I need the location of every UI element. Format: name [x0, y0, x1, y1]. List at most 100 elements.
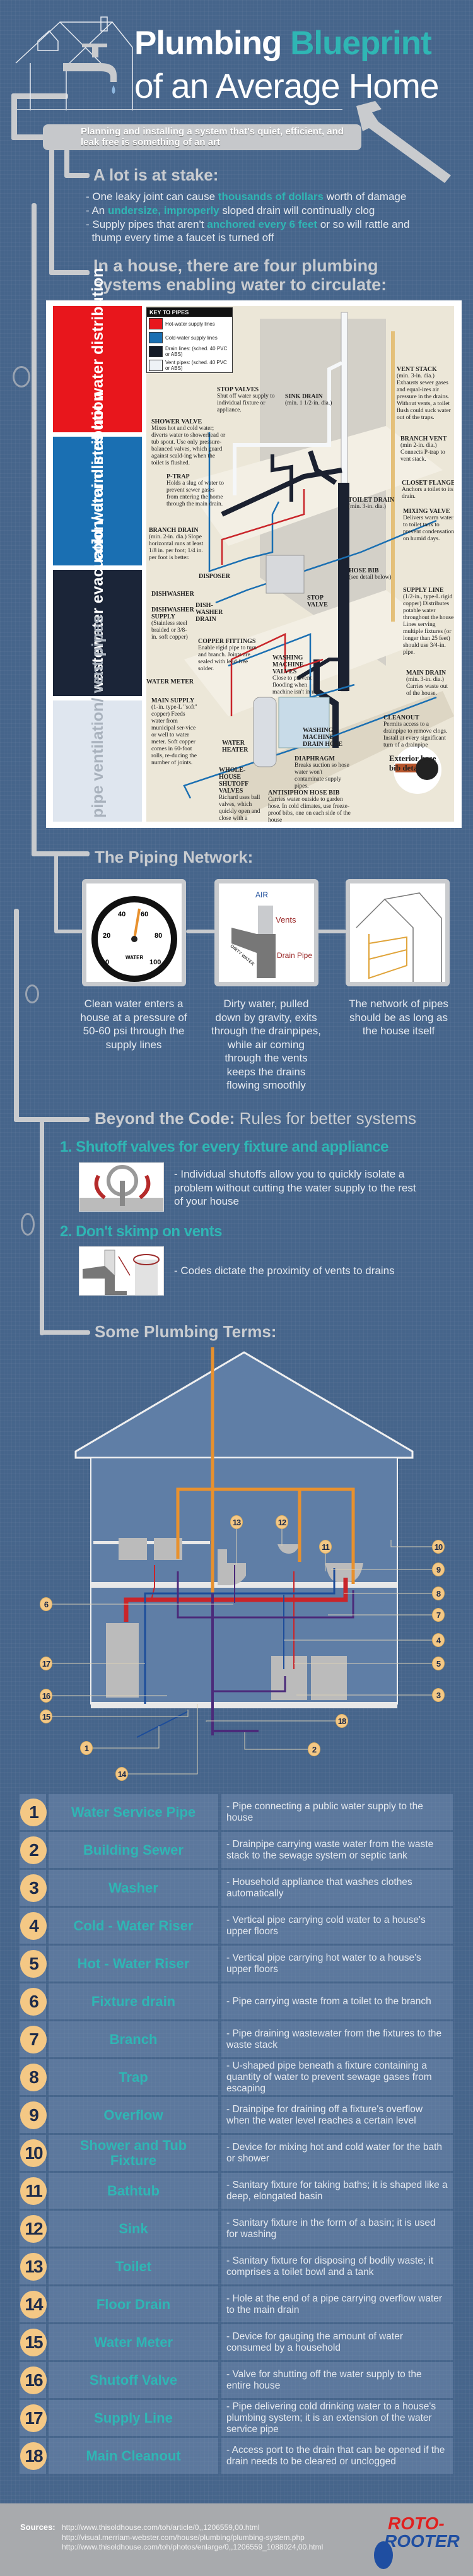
term-badge: 1	[80, 1741, 93, 1755]
callout-text: Close to prevent flooding when machine i…	[272, 675, 322, 695]
term-description: - Drainpipe for draining off a fixture's…	[221, 2097, 453, 2133]
callout-title: WASHING MACHINE VALVES	[272, 654, 304, 675]
source-link[interactable]: http://www.thisoldhouse.com/toh/photos/e…	[62, 2543, 324, 2551]
source-link[interactable]: http://www.thisoldhouse.com/toh/article/…	[62, 2523, 260, 2532]
pipe-decoration	[54, 930, 83, 933]
legend-swatch	[149, 318, 163, 329]
plumbing-systems-diagram: hot water distribution cold water distri…	[46, 268, 462, 828]
pipe-decoration	[14, 909, 19, 1122]
term-name: Trap	[49, 2059, 218, 2095]
term-badge: 11	[319, 1540, 332, 1554]
pipe-decoration	[11, 134, 45, 140]
term-number-cell: 4	[20, 1908, 47, 1944]
legend-label: Drain lines: (sched. 40 PVC or ABS)	[165, 346, 228, 357]
term-description: - Vertical pipe carrying cold water to a…	[221, 1908, 453, 1944]
callout-text: Permits access to a drainpipe to remove …	[383, 721, 448, 748]
legend-item: Drain lines: (sched. 40 PVC or ABS)	[147, 345, 232, 358]
pipe-decoration	[32, 851, 90, 856]
term-name: Water Meter	[49, 2324, 218, 2360]
bullet-text: or so will rattle and	[317, 218, 410, 230]
legend-item: Hot-water supply lines	[147, 317, 232, 331]
callout-title: DISHWASHER SUPPLY	[151, 606, 194, 620]
callout-text: Carries water outside to garden hose. In…	[268, 796, 351, 822]
term-description: - U-shaped pipe beneath a fixture contai…	[221, 2059, 453, 2095]
callout-title: DISPOSER	[199, 573, 231, 580]
legend-title: KEY TO PIPES	[147, 308, 232, 317]
term-number-cell: 9	[20, 2097, 47, 2133]
term-badge: 7	[432, 1608, 445, 1622]
pipe-decoration	[11, 93, 68, 99]
system-label-text: pipe ventilation/ vent pipes	[88, 615, 107, 818]
callout-text: (1-in. type-L "soft" copper) Feeds water…	[151, 704, 197, 766]
callout-text: Holds a slug of water to prevent sewer g…	[166, 480, 225, 507]
term-name: Washer	[49, 1870, 218, 1906]
bullet-text: - An	[86, 204, 108, 216]
term-description: - Sanitary fixture in the form of a basi…	[221, 2211, 453, 2247]
callout-text: (min 2-in. dia.) Connects P-trap to vent…	[400, 442, 445, 463]
term-number-badge: 8	[20, 2064, 47, 2091]
callout-title: BRANCH DRAIN	[149, 527, 199, 534]
term-description: - Sanitary fixture for taking baths; it …	[221, 2173, 453, 2209]
callout-text: Mixes hot and cold water; diverts water …	[151, 425, 226, 466]
callout-title: WHOLE-HOUSE SHUTOFF VALVES	[219, 767, 248, 795]
pipe-decoration	[32, 203, 37, 856]
logo-wave-icon	[374, 2541, 393, 2569]
callout-title: P-TRAP	[166, 473, 190, 480]
term-number-badge: 14	[20, 2291, 47, 2319]
term-name: Water Service Pipe	[49, 1794, 218, 1830]
sources-label: Sources:	[20, 2522, 55, 2532]
house-faucet-illustration	[15, 16, 133, 110]
pressure-gauge-icon: 0 20 40 60 80 100 WATER	[91, 896, 177, 982]
term-description: - Access port to the drain that can be o…	[221, 2438, 453, 2474]
callout-title: MIXING VALVE	[403, 508, 450, 515]
stakes-heading: A lot is at stake:	[93, 165, 219, 184]
term-badge: 8	[432, 1586, 445, 1600]
gauge-tick: 40	[118, 911, 126, 918]
source-link[interactable]: http://visual.merriam-webster.com/house/…	[62, 2532, 305, 2542]
badge-leader-line	[390, 1540, 438, 1547]
term-number-badge: 1	[20, 1799, 47, 1826]
pipe-decoration	[186, 930, 215, 933]
term-name: Fixture drain	[49, 1983, 218, 2019]
diagram-callout: HOSE BIB(see detail below)	[349, 567, 393, 581]
network-caption: The network of pipes should be as long a…	[349, 998, 448, 1037]
wrench-icon	[356, 101, 451, 183]
callout-text: Enable rigid pipe to turn and branch. Jo…	[198, 645, 257, 672]
term-name: Cold - Water Riser	[49, 1908, 218, 1944]
diagram-callout: DISHWASHER SUPPLY(Stainless steel braide…	[151, 606, 194, 641]
term-number-cell: 10	[20, 2135, 47, 2171]
stakes-bullet: - Supply pipes that aren't anchored ever…	[86, 218, 410, 232]
rule-text: - Individual shutoffs allow you to quick…	[174, 1168, 416, 1207]
divider	[16, 109, 342, 110]
term-description: - Pipe carrying waste from a toilet to t…	[221, 1983, 453, 2019]
callout-title: COPPER FITTINGS	[198, 638, 256, 645]
term-name: Bathtub	[49, 2173, 218, 2209]
term-number-cell: 3	[20, 1870, 47, 1906]
gauge-tick: 0	[105, 959, 109, 966]
callout-text: Breaks suction so hose water won't conta…	[295, 762, 349, 789]
diagram-callout: TOILET DRAIN(min. 3-in. dia.)	[348, 497, 395, 511]
term-number-cell: 13	[20, 2248, 47, 2284]
term-number-badge: 3	[20, 1874, 47, 1902]
bullet-highlight: undersize, improperly	[107, 204, 219, 216]
term-number-cell: 1	[20, 1794, 47, 1830]
callout-text: (min. 3-in. dia.)	[348, 504, 386, 510]
callout-title: WATER METER	[146, 678, 194, 685]
term-name: Branch	[49, 2021, 218, 2057]
stakes-bullet: - An undersize, improperly sloped drain …	[86, 204, 375, 218]
legend-label: Vent pipes: (sched. 40 PVC or ABS)	[165, 360, 227, 371]
system-label-vent-pipes: pipe ventilation/ vent pipes	[53, 615, 142, 822]
term-number-badge: 13	[20, 2253, 47, 2281]
callout-title: CLEANOUT	[383, 714, 419, 721]
vent-pipe-icon	[79, 1246, 164, 1296]
diagram-callout: SINK DRAIN(min. 1 1/2-in. dia.)	[285, 393, 342, 407]
